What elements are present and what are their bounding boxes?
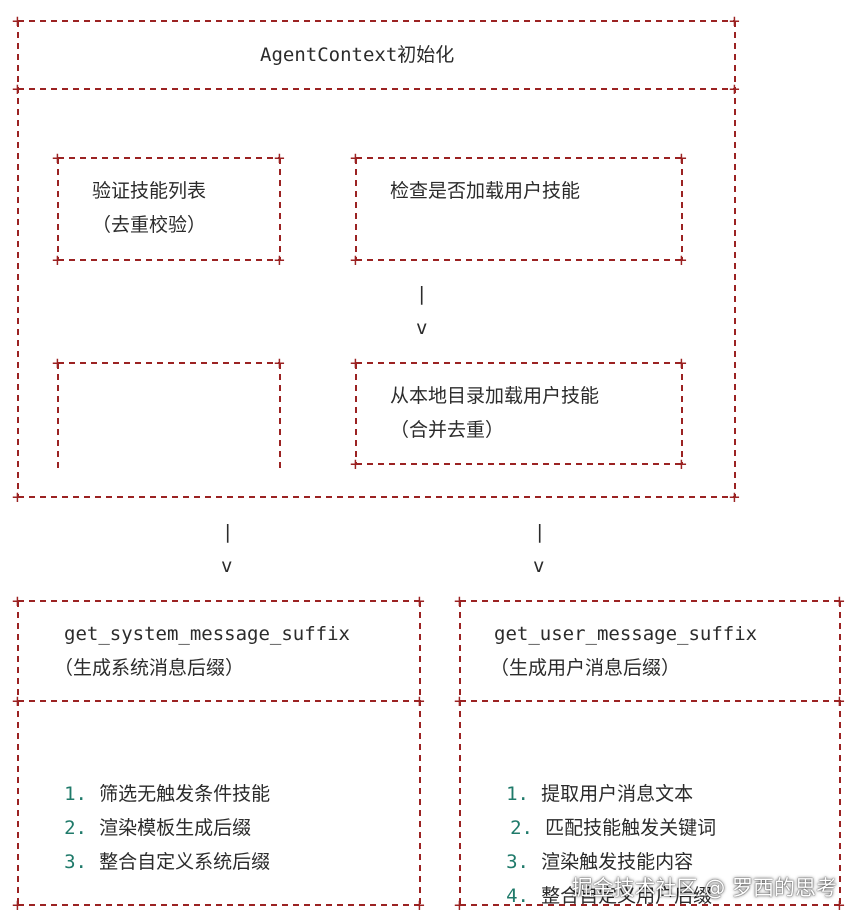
system-box-title: get_system_message_suffix (64, 623, 350, 645)
system-step-2: 2. 渲染模板生成后缀 (52, 792, 251, 840)
svg-text:+: + (414, 895, 425, 916)
svg-text:+: + (12, 895, 23, 916)
system-step-3-text: 整合自定义系统后缀 (99, 851, 271, 873)
user-box-subtitle: （生成用户消息后缀） (490, 657, 681, 679)
svg-text:+: + (834, 591, 845, 612)
svg-text:+: + (52, 353, 63, 374)
arrow-head-inner: v (416, 317, 428, 339)
user-step-4-number: 4. (506, 885, 529, 907)
arrow-pipe-inner: | (416, 283, 428, 305)
svg-text:+: + (274, 353, 285, 374)
svg-text:+: + (12, 11, 23, 32)
system-step-3-number: 3. (64, 851, 87, 873)
validate-skills-line2: （去重校验） (92, 214, 207, 236)
system-step-2-text: 渲染模板生成后缀 (99, 817, 252, 839)
svg-text:+: + (52, 148, 63, 169)
user-step-2-number: 2. (510, 817, 533, 839)
svg-text:+: + (676, 454, 687, 475)
svg-text:+: + (729, 487, 740, 508)
svg-text:+: + (454, 895, 465, 916)
svg-text:+: + (350, 454, 361, 475)
svg-text:+: + (676, 148, 687, 169)
svg-text:+: + (350, 148, 361, 169)
system-step-1-number: 1. (64, 783, 87, 805)
load-user-skills-line2: （合并去重） (390, 419, 505, 441)
user-step-2-text: 匹配技能触发关键词 (545, 817, 717, 839)
user-step-1-number: 1. (506, 783, 529, 805)
svg-text:+: + (414, 691, 425, 712)
svg-text:+: + (12, 79, 23, 100)
svg-text:+: + (52, 250, 63, 271)
system-step-1: 1. 筛选无触发条件技能 (52, 758, 270, 806)
system-step-2-number: 2. (64, 817, 87, 839)
svg-text:+: + (454, 591, 465, 612)
user-step-3-number: 3. (506, 851, 529, 873)
arrow-head-user: v (533, 555, 545, 577)
arrow-head-system: v (221, 555, 233, 577)
user-box-title: get_user_message_suffix (494, 623, 758, 645)
user-step-1: 1. 提取用户消息文本 (494, 758, 693, 806)
svg-text:+: + (350, 250, 361, 271)
svg-text:+: + (350, 353, 361, 374)
system-step-1-text: 筛选无触发条件技能 (99, 783, 271, 805)
svg-text:+: + (274, 250, 285, 271)
svg-text:+: + (834, 691, 845, 712)
top-box-title: AgentContext初始化 (260, 44, 455, 66)
load-user-skills-line1: 从本地目录加载用户技能 (390, 385, 600, 407)
svg-text:+: + (676, 353, 687, 374)
check-user-skills-line1: 检查是否加载用户技能 (390, 180, 581, 202)
validate-skills-line1: 验证技能列表 (92, 180, 207, 202)
svg-text:+: + (454, 691, 465, 712)
arrow-pipe-system: | (222, 521, 234, 543)
user-step-4-text: 整合自定义用户后缀 (541, 885, 713, 907)
svg-text:+: + (274, 148, 285, 169)
watermark: 掘金技术社区 @ 罗西的思考 (571, 876, 837, 900)
svg-text:+: + (12, 487, 23, 508)
user-step-1-text: 提取用户消息文本 (541, 783, 694, 805)
system-box-subtitle: （生成系统消息后缀） (54, 657, 245, 679)
svg-text:+: + (12, 691, 23, 712)
system-step-3: 3. 整合自定义系统后缀 (52, 826, 270, 874)
svg-text:+: + (729, 11, 740, 32)
svg-text:+: + (729, 79, 740, 100)
arrow-pipe-user: | (534, 521, 546, 543)
user-step-3: 3. 渲染触发技能内容 (494, 826, 693, 874)
svg-text:+: + (676, 250, 687, 271)
svg-text:+: + (12, 591, 23, 612)
svg-text:+: + (414, 591, 425, 612)
user-step-4: 4. 整合自定义用户后缀 (494, 860, 712, 908)
user-step-3-text: 渲染触发技能内容 (541, 851, 694, 873)
user-step-2: 2. 匹配技能触发关键词 (498, 792, 716, 840)
